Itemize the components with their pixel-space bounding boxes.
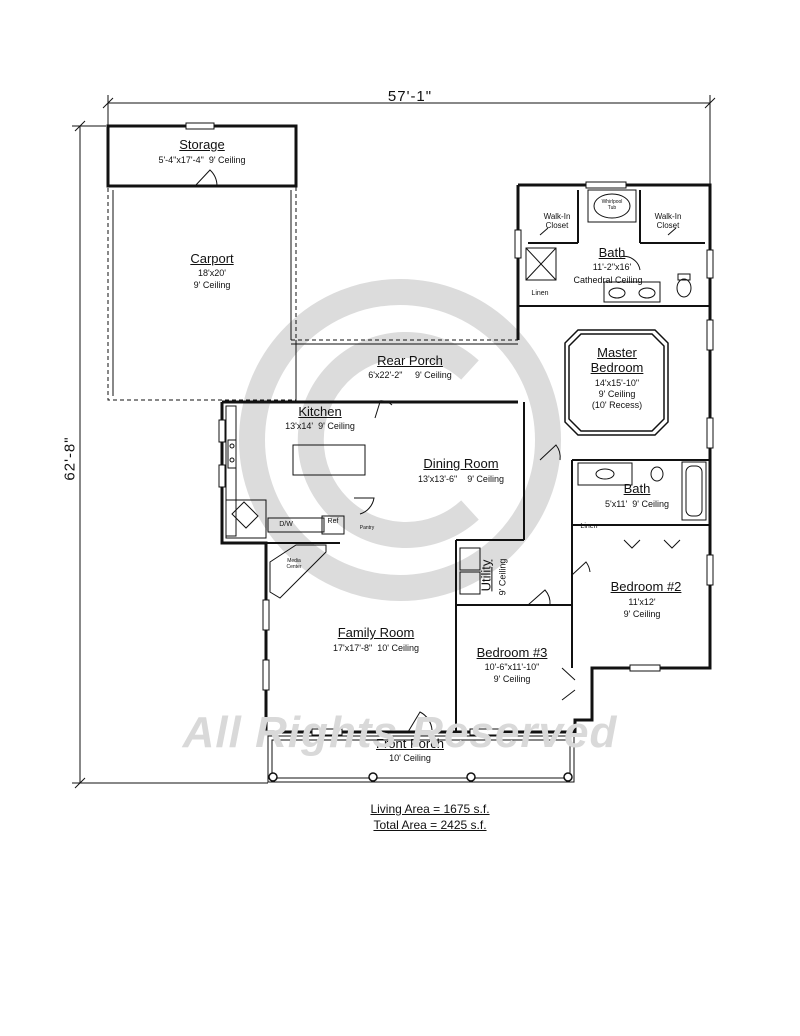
carport-ceiling: 9' Ceiling [193,280,231,290]
front-porch-outline [267,735,575,783]
master-bath-fixtures [525,189,692,303]
linen-bath2-label: Linen [580,523,598,530]
master-bath-size: 11'-2"x16' [592,262,632,272]
bedroom-2-size: 11'x12' [628,597,656,607]
front-porch-ceiling: 10' Ceiling [389,753,431,763]
utility-appliances [459,547,481,595]
walk-in-closet-left-label: Walk-In Closet [543,212,571,231]
bedroom-2-ceiling: 9' Ceiling [623,609,661,619]
bedroom-2-label: Bedroom #2 [610,579,682,594]
master-bath-ceiling: Cathedral Ceiling [573,275,643,285]
media-center [269,544,327,599]
rear-porch-size: 6'x22'-2" 9' Ceiling [368,370,452,380]
family-room-label: Family Room [337,625,415,640]
linen-master-label: Linen [531,290,549,297]
width-dimension-line [102,95,716,185]
master-bedroom-size: 14'x15'-10" [594,378,640,388]
carport-outline [107,185,297,401]
dining-room-label: Dining Room [423,456,499,471]
master-bedroom-ceiling: 9' Ceiling [598,389,636,399]
carport-label: Carport [190,251,234,266]
bedroom-3-label: Bedroom #3 [476,645,548,660]
windows [185,122,714,736]
bath-2-fixtures [577,461,707,521]
copyright-watermark-icon [239,279,561,601]
tray-ceiling-outline [564,329,669,436]
utility-label: Utility [478,559,494,592]
storage-label: Storage [179,137,225,152]
walk-in-closet-right-label: Walk-In Closet [654,212,682,231]
media-center-label: Media Center [286,558,302,570]
master-bedroom-note: (10' Recess) [591,400,643,410]
width-dimension-label: 57'-1" [387,88,433,105]
bath-2-size: 5'x11' 9' Ceiling [604,499,670,509]
carport-size: 18'x20' [198,268,226,278]
bedroom-3-size: 10'-6"x11'-10" [484,662,540,672]
kitchen-size: 13'x14' 9' Ceiling [285,421,355,431]
kitchen-fixtures [225,405,366,539]
master-bedroom-label: Master Bedroom [590,345,644,375]
depth-dimension-label: 62'-8" [61,436,79,481]
utility-ceiling: 9' Ceiling [497,558,508,596]
pantry-label: Pantry [359,525,375,531]
family-room-size: 17'x17'-8" 10' Ceiling [333,643,419,653]
whirlpool-tub-label: Whirlpool Tub [601,199,623,211]
interior-walls [266,190,710,732]
ref-label: Ref [327,518,339,525]
rear-porch-label: Rear Porch [377,353,443,368]
depth-dimension-line [72,120,268,789]
living-area-total: Living Area = 1675 s.f. [370,802,490,816]
master-bath-label: Bath [598,245,626,260]
front-porch-label: Front Porch [376,736,444,751]
kitchen-label: Kitchen [298,404,342,419]
dining-room-size: 13'x13'-6" 9' Ceiling [418,474,504,484]
porch-columns [268,772,573,782]
total-area: Total Area = 2425 s.f. [373,818,487,832]
storage-size: 5'-4"x17'-4" 9' Ceiling [158,155,246,165]
dw-label: D/W [279,521,293,528]
bath-2-label: Bath [623,481,651,496]
door-swings [194,169,681,733]
bedroom-3-ceiling: 9' Ceiling [493,674,531,684]
rear-porch-outline [291,339,518,402]
watermark-text: All Rights Reserved [182,708,618,757]
